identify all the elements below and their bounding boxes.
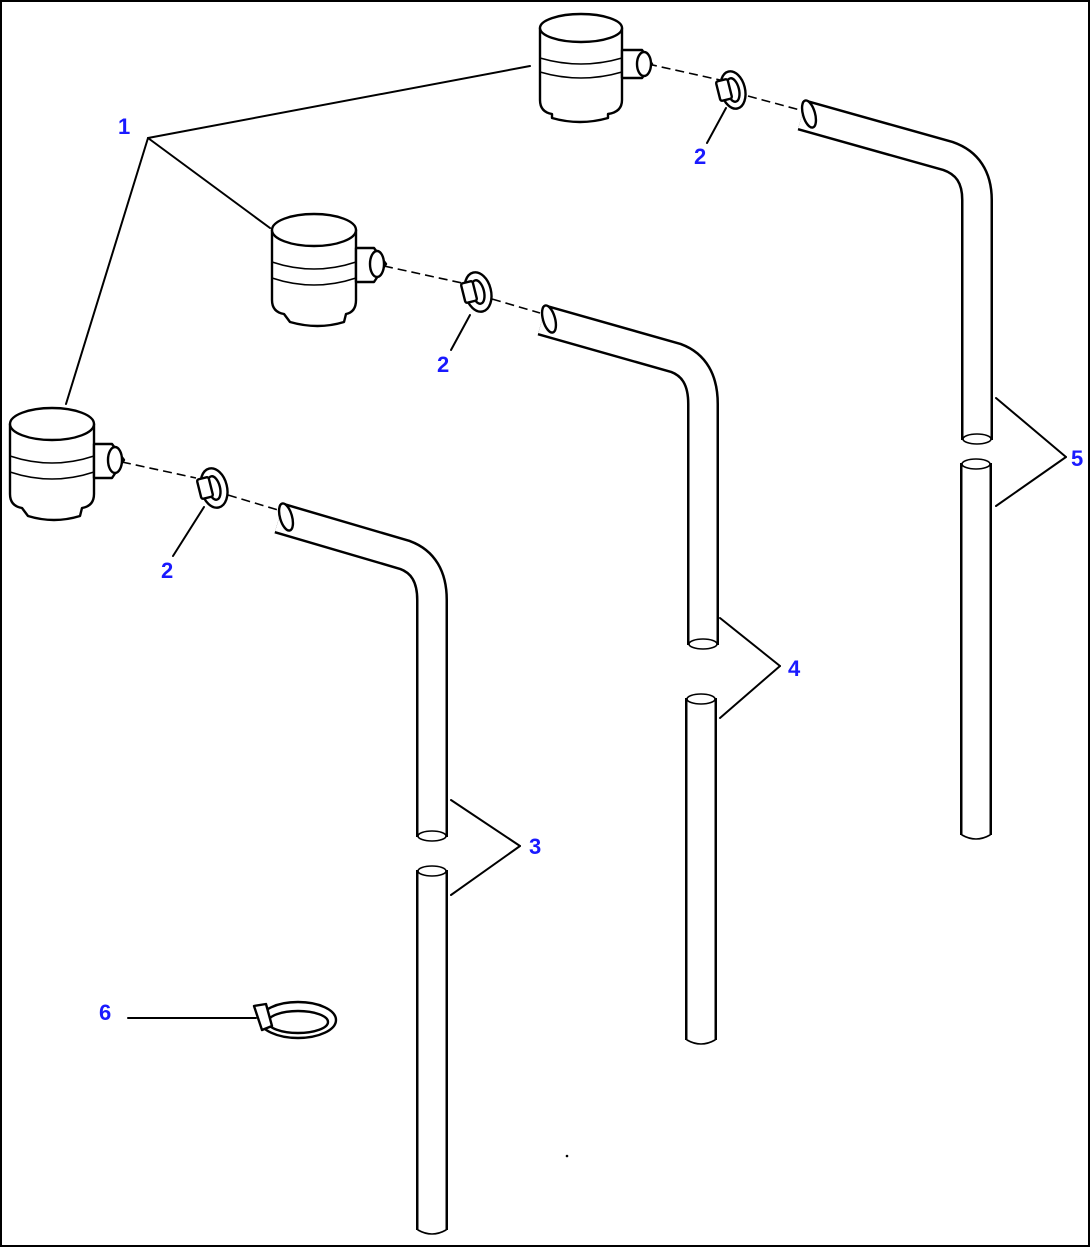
callout-6: 6 xyxy=(99,1000,111,1025)
callout-labels: 1 2 2 2 3 4 5 6 xyxy=(99,114,1083,1025)
leader-1-top-cap xyxy=(147,65,531,139)
centerline-mid-a xyxy=(383,265,463,284)
spare-hose-clamp xyxy=(252,1000,338,1040)
leader-5-lower xyxy=(995,456,1067,507)
leader-1-middle-cap xyxy=(147,137,271,229)
callout-3: 3 xyxy=(529,834,541,859)
leader-3-upper xyxy=(450,799,521,847)
callout-2-lower: 2 xyxy=(161,558,173,583)
centerline-top-b xyxy=(747,95,801,111)
leader-5-upper xyxy=(995,397,1067,458)
callout-4: 4 xyxy=(788,656,801,681)
hose-clamp-lower xyxy=(195,467,229,509)
leader-2-middle xyxy=(450,314,471,351)
callout-1: 1 xyxy=(118,114,130,139)
callout-5: 5 xyxy=(1071,446,1083,471)
centerline-low-b xyxy=(227,494,279,511)
assembly-centerlines xyxy=(121,63,801,511)
breather-cap-middle xyxy=(270,212,388,328)
breather-cap-top xyxy=(538,12,654,124)
hose-clamp-middle xyxy=(459,271,493,313)
stray-dot xyxy=(565,1154,569,1158)
leader-2-top xyxy=(706,107,727,144)
leader-1-lower-cap xyxy=(65,137,149,405)
leader-4-lower xyxy=(719,665,781,719)
leader-3-lower xyxy=(450,845,521,896)
centerline-top-a xyxy=(647,63,721,81)
breather-tube-5 xyxy=(797,99,993,840)
breather-cap-lower xyxy=(8,406,126,522)
breather-tube-3 xyxy=(274,502,448,1235)
centerline-low-a xyxy=(121,461,197,479)
leader-lines xyxy=(65,65,1067,1019)
callout-2-middle: 2 xyxy=(437,352,449,377)
hose-clamp-top xyxy=(714,70,747,110)
centerline-mid-b xyxy=(491,298,541,314)
callout-2-top: 2 xyxy=(694,144,706,169)
breather-tube-4 xyxy=(537,304,719,1045)
leader-4-upper xyxy=(719,617,781,667)
leader-2-lower xyxy=(172,506,205,557)
